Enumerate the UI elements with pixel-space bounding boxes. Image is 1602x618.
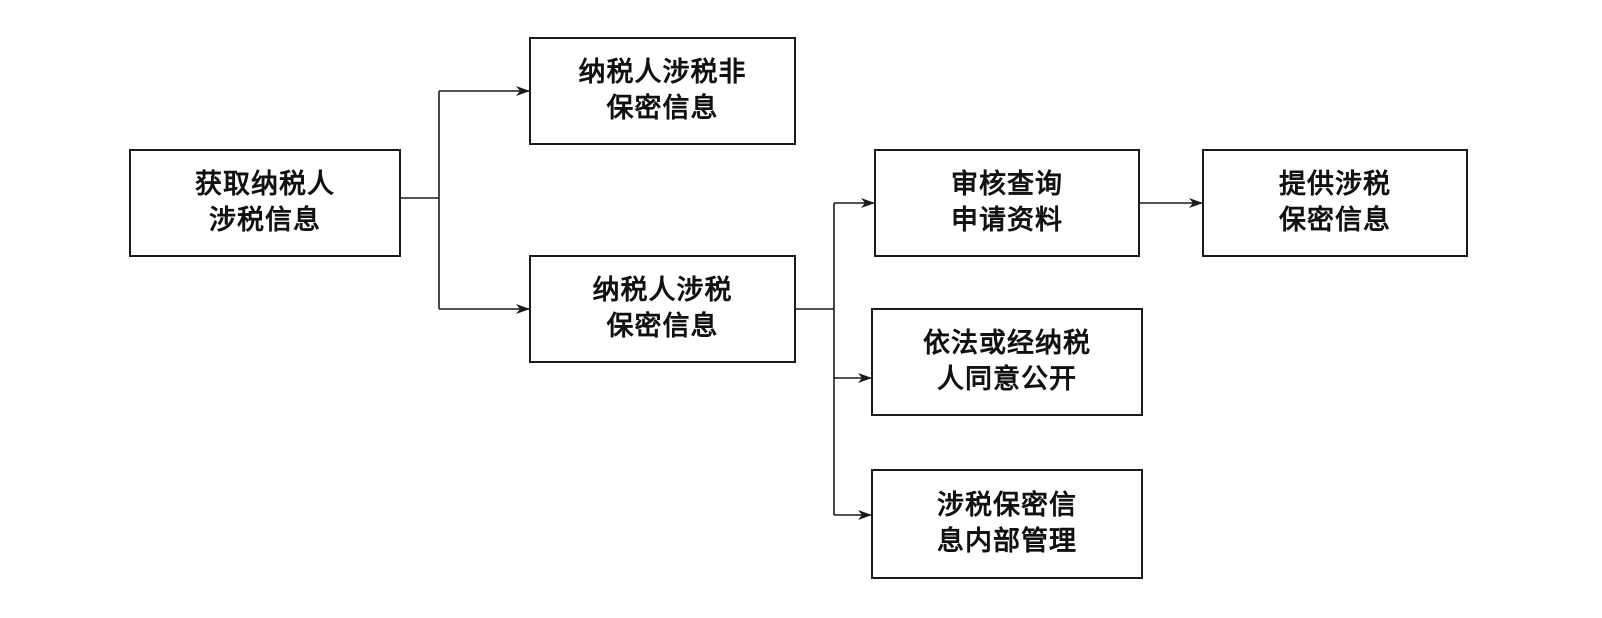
node-label-line2: 涉税信息	[209, 205, 321, 236]
node-label-line2: 保密信息	[606, 93, 719, 124]
node-label-line1: 纳税人涉税非	[578, 57, 747, 88]
node-label-line2: 息内部管理	[937, 526, 1077, 557]
node-internal-management: 涉税保密信 息内部管理	[871, 469, 1143, 579]
node-label-line1: 纳税人涉税	[592, 275, 733, 306]
node-label-line1: 涉税保密信	[937, 490, 1077, 521]
node-label-line2: 人同意公开	[937, 364, 1077, 395]
node-review-application: 审核查询 申请资料	[874, 149, 1140, 257]
node-label-line1: 审核查询	[951, 169, 1063, 200]
node-label-line2: 申请资料	[951, 205, 1063, 236]
node-label-line1: 提供涉税	[1279, 169, 1391, 200]
node-label-line1: 获取纳税人	[195, 169, 335, 200]
node-obtain-taxpayer-info: 获取纳税人 涉税信息	[129, 149, 401, 257]
node-lawful-disclosure: 依法或经纳税 人同意公开	[871, 308, 1143, 416]
node-label-line2: 保密信息	[606, 311, 719, 342]
node-non-confidential-info: 纳税人涉税非 保密信息	[529, 37, 796, 145]
node-label-line1: 依法或经纳税	[923, 328, 1091, 359]
node-provide-confidential-info: 提供涉税 保密信息	[1202, 149, 1468, 257]
node-label-line2: 保密信息	[1279, 205, 1391, 236]
node-confidential-info: 纳税人涉税 保密信息	[529, 255, 796, 363]
